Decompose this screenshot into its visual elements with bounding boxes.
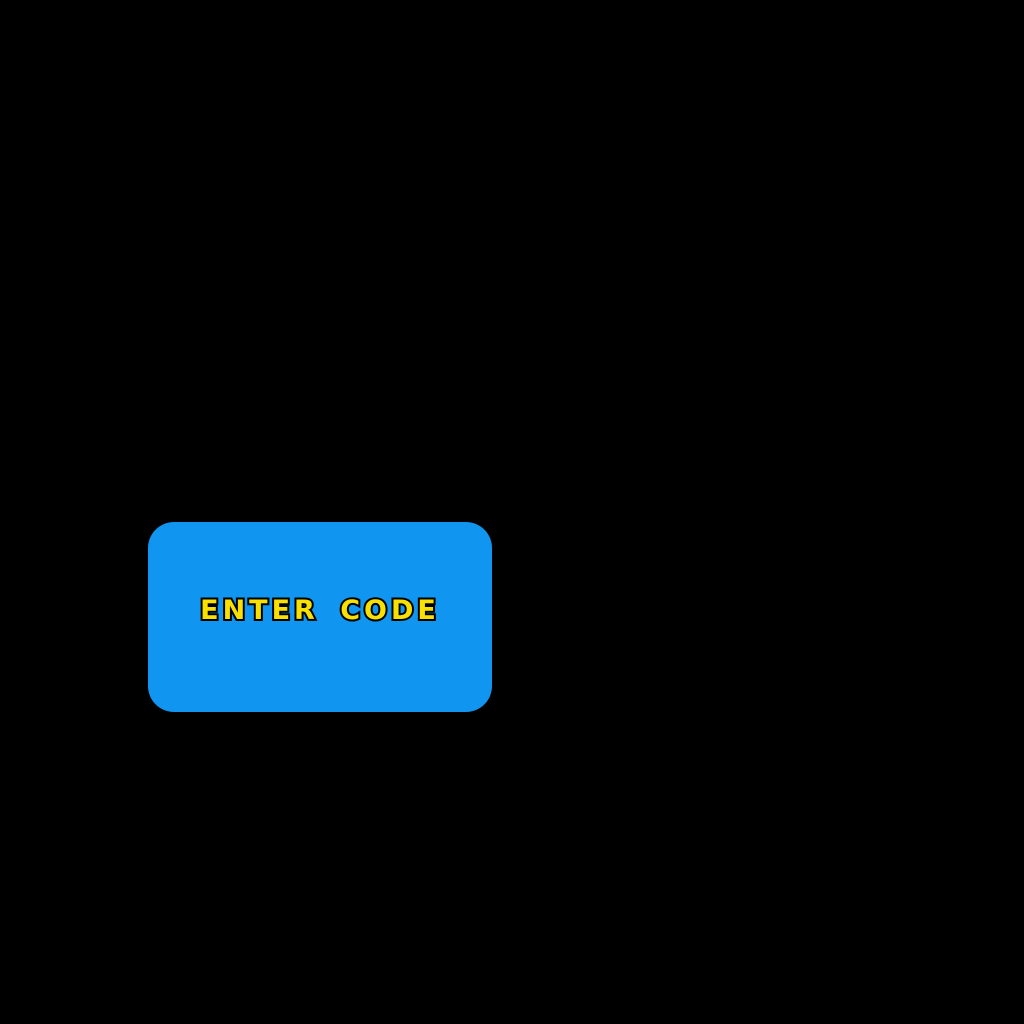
enter-code-button-label: ENTER CODE <box>198 593 440 628</box>
enter-code-button[interactable]: ENTER CODE <box>148 522 492 712</box>
